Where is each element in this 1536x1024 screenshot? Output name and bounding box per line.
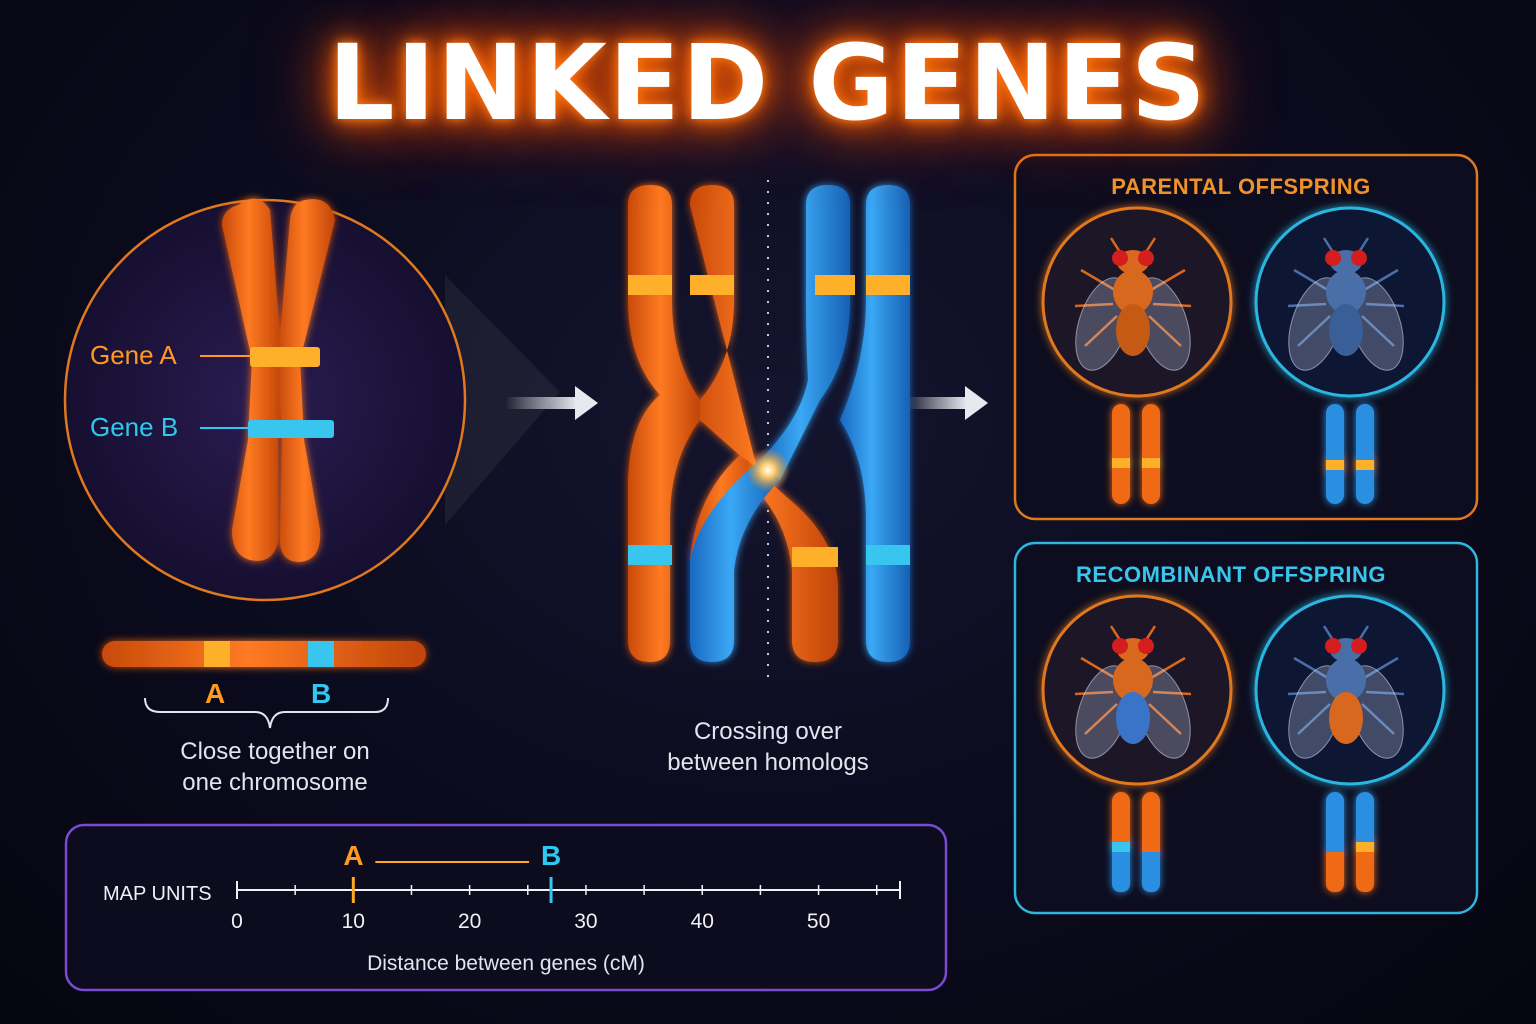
gene-a-label: Gene A [90,340,177,370]
map-axis-label: Distance between genes (cM) [367,952,645,975]
map-tick-label: 0 [231,910,243,933]
recombinant-orange-chromosomes [1112,792,1160,892]
parental-blue-chromosomes [1326,404,1374,504]
map-panel [64,823,948,992]
map-tick-label: 10 [341,910,365,933]
linear-gene-a-band [204,641,230,667]
linear-a-label: A [205,678,226,709]
arrow-zoom-to-crossing [505,386,598,420]
crossing-band-b2 [866,545,910,565]
linear-gene-b-band [308,641,334,667]
crossing-band-a4 [866,275,910,295]
linear-chromosome [102,641,426,667]
gene-b-label: Gene B [90,412,179,442]
page-title: LINKED GENES [328,22,1208,144]
zoomed-chromosome [222,198,335,562]
map-tick-label: 40 [690,910,714,933]
recombinant-blue-chromosomes [1326,792,1374,892]
map-gene-a-label: A [343,840,364,871]
linear-caption-line2: one chromosome [182,769,368,796]
crossing-caption: Crossing over between homologs [640,716,896,778]
gene-b-band [248,420,334,438]
arrow-crossing-to-offspring [905,386,988,420]
crossing-band-a5 [792,547,838,567]
recombinant-title: RECOMBINANT OFFSPRING [1076,562,1386,587]
recombinant-blue-fly-icon [1287,625,1405,759]
crossing-caption-line2: between homologs [667,749,869,776]
recombinant-orange-fly-icon [1074,625,1192,759]
crossing-chromosomes [628,185,910,662]
linear-caption-line1: Close together on [180,738,370,765]
map-axis [236,861,901,903]
linear-caption: Close together on one chromosome [150,736,400,798]
map-tick-label: 50 [806,910,831,933]
crossing-caption-line1: Crossing over [693,718,843,745]
crossing-band-a2 [690,275,734,295]
map-tick-label: 20 [457,910,482,933]
parental-blue-fly-icon [1287,237,1405,371]
crossing-band-a3 [815,275,855,295]
brace [144,697,389,729]
crossing-band-b1 [628,545,672,565]
parental-orange-chromosomes [1112,404,1160,504]
gene-a-band [250,347,320,367]
parental-orange-fly-icon [1074,237,1192,371]
parental-title: PARENTAL OFFSPRING [1111,174,1371,199]
linear-b-label: B [311,678,332,709]
zoom-beam [445,275,560,525]
map-gene-b-label: B [541,840,562,871]
map-tick-label: 30 [574,910,598,933]
crossing-band-a1 [628,275,672,295]
map-units-label: MAP UNITS [103,883,212,905]
crossover-spark [746,448,790,492]
